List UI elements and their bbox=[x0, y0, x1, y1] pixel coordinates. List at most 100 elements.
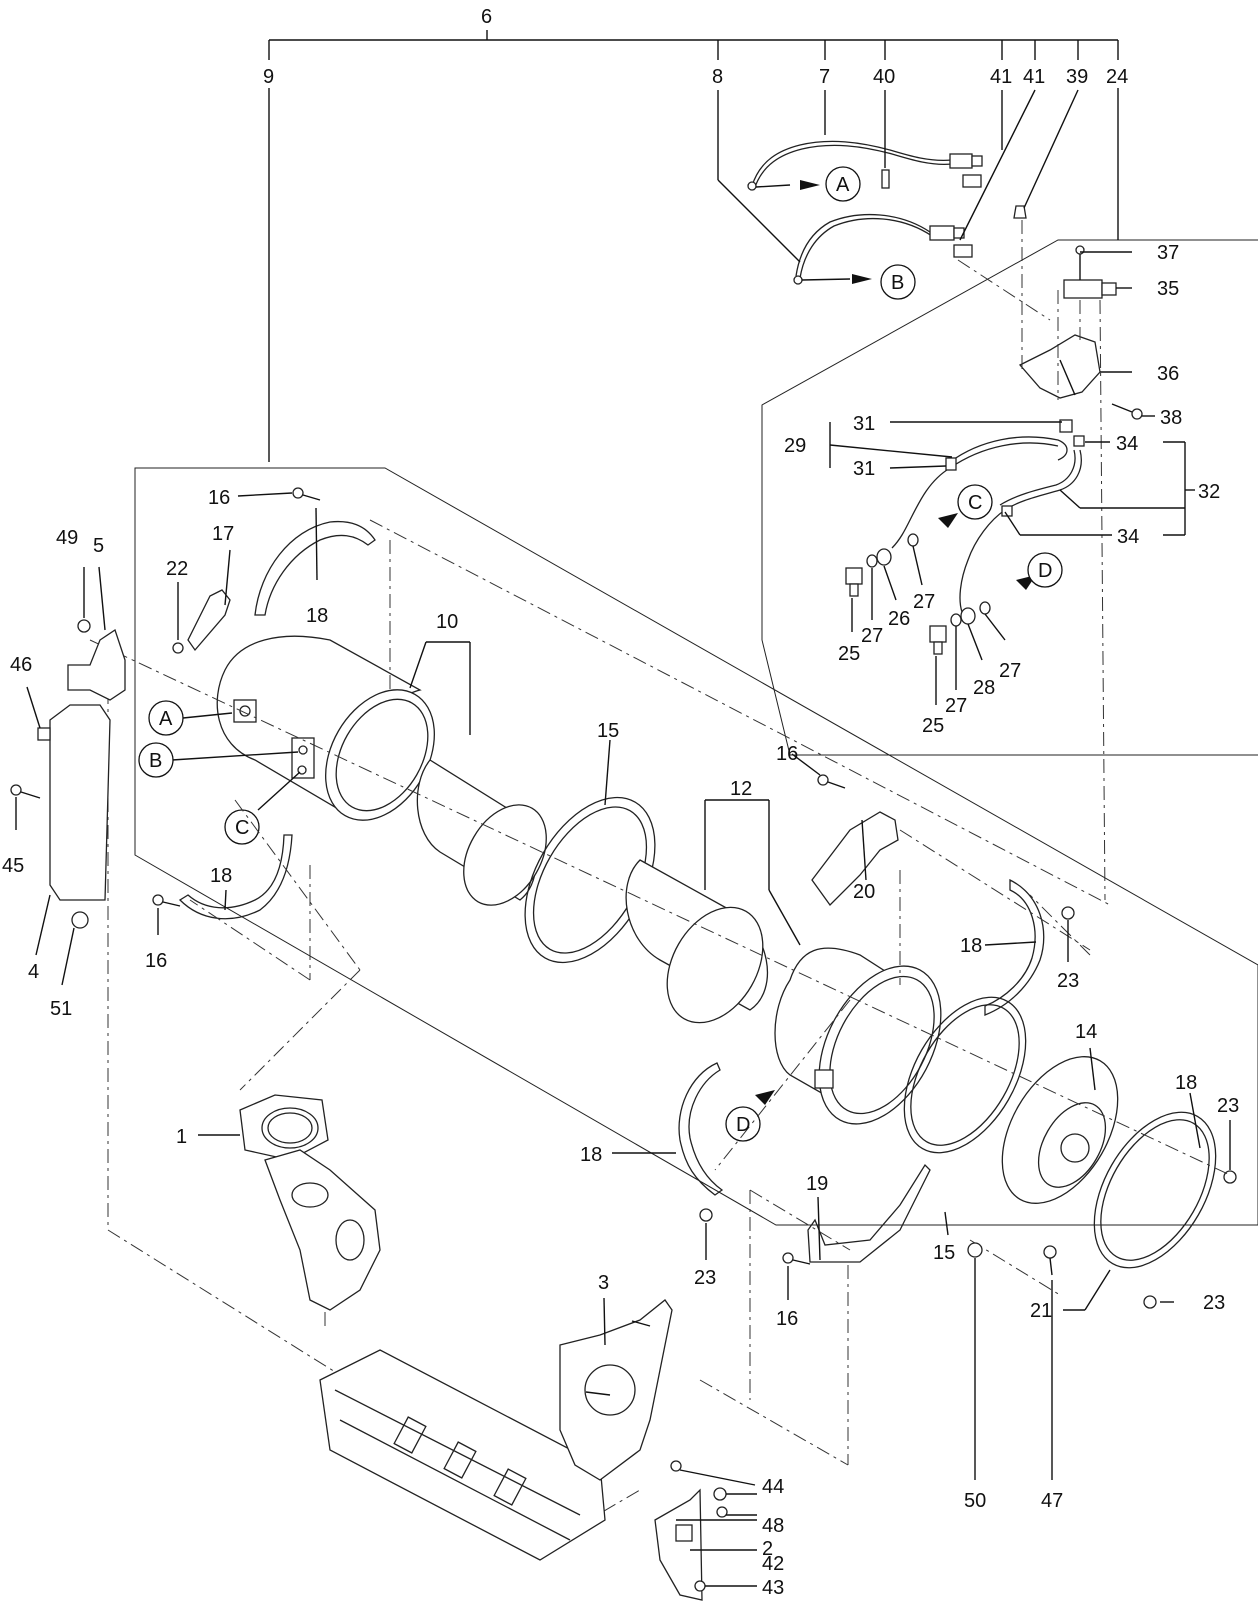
callout-4: 4 bbox=[28, 961, 39, 983]
pressure-sensor-35 bbox=[1063, 245, 1117, 299]
callout-38: 38 bbox=[1160, 407, 1182, 429]
callout-42: 42 bbox=[762, 1553, 784, 1575]
pipes-32 bbox=[891, 419, 1085, 613]
inset-ref-arrows bbox=[938, 513, 1036, 590]
callout-18: 18 bbox=[210, 865, 232, 887]
ref-circle-C-inset bbox=[957, 484, 993, 520]
part-39 bbox=[1013, 205, 1027, 219]
callout-24: 24 bbox=[1106, 66, 1128, 88]
ref-circle-A-top bbox=[825, 166, 861, 202]
callout-21: 21 bbox=[1030, 1300, 1052, 1322]
callout-50: 50 bbox=[964, 1490, 986, 1512]
callout-44: 44 bbox=[762, 1476, 784, 1498]
callout-9: 9 bbox=[263, 66, 274, 88]
callout-28: 28 bbox=[973, 677, 995, 699]
dpf-element-12 bbox=[625, 859, 769, 1024]
callout-43: 43 bbox=[762, 1577, 784, 1599]
callout-25: 25 bbox=[922, 715, 944, 737]
callout-8: 8 bbox=[712, 66, 723, 88]
callout-27: 27 bbox=[913, 591, 935, 613]
callout-3: 3 bbox=[598, 1272, 609, 1294]
ref-letter-C: C bbox=[235, 817, 249, 839]
callout-51: 51 bbox=[50, 998, 72, 1020]
callout-49: 49 bbox=[56, 527, 78, 549]
callout-18: 18 bbox=[960, 935, 982, 957]
harness-7 bbox=[747, 140, 983, 191]
callout-18: 18 bbox=[580, 1144, 602, 1166]
end-cap-14 bbox=[1001, 1056, 1119, 1204]
callout-2: 2 bbox=[762, 1538, 773, 1560]
bracket-36 bbox=[1018, 334, 1101, 399]
bracket-19 bbox=[807, 1163, 931, 1263]
callout-16: 16 bbox=[776, 1308, 798, 1330]
inset-leaders bbox=[829, 251, 1195, 705]
callout-39: 39 bbox=[1066, 66, 1088, 88]
exhaust-flange-1 bbox=[239, 1094, 381, 1311]
callout-18: 18 bbox=[1175, 1072, 1197, 1094]
left-leaders bbox=[15, 566, 106, 986]
callout-23: 23 bbox=[1203, 1292, 1225, 1314]
ref-letter-C: C bbox=[968, 492, 982, 514]
callout-22: 22 bbox=[166, 558, 188, 580]
ref-circle-D-inset bbox=[1027, 552, 1063, 588]
callout-34: 34 bbox=[1116, 433, 1138, 455]
callout-32: 32 bbox=[1198, 481, 1220, 503]
bracket-17 bbox=[187, 589, 231, 652]
callout-1: 1 bbox=[176, 1126, 187, 1148]
callout-18: 18 bbox=[306, 605, 328, 627]
callout-23: 23 bbox=[1057, 970, 1079, 992]
callout-48: 48 bbox=[762, 1515, 784, 1537]
lower-fasteners bbox=[670, 1242, 1057, 1592]
main-assembly-frame bbox=[134, 467, 1258, 1226]
callout-16: 16 bbox=[145, 950, 167, 972]
callout-46: 46 bbox=[10, 654, 32, 676]
callout-16: 16 bbox=[776, 743, 798, 765]
callout-20: 20 bbox=[853, 881, 875, 903]
part-40 bbox=[881, 169, 890, 189]
callout-27: 27 bbox=[999, 660, 1021, 682]
callout-17: 17 bbox=[212, 523, 234, 545]
callout-10: 10 bbox=[436, 611, 458, 633]
callout-29: 29 bbox=[784, 435, 806, 457]
callout-23: 23 bbox=[1217, 1095, 1239, 1117]
callout-27: 27 bbox=[945, 695, 967, 717]
callout-40: 40 bbox=[873, 66, 895, 88]
callout-7: 7 bbox=[819, 66, 830, 88]
callout-14: 14 bbox=[1075, 1021, 1097, 1043]
callout-16: 16 bbox=[208, 487, 230, 509]
ref-letters: A B C D A B C D bbox=[149, 174, 1052, 1136]
bracket-2 bbox=[654, 1488, 703, 1601]
callout-36: 36 bbox=[1157, 363, 1179, 385]
cylinder-head bbox=[319, 1349, 606, 1561]
callout-5: 5 bbox=[93, 535, 104, 557]
callout-34: 34 bbox=[1117, 526, 1139, 548]
fasteners-main bbox=[152, 487, 1237, 1309]
bracket-3 bbox=[559, 1299, 673, 1481]
doc-housing-10 bbox=[216, 635, 435, 821]
callout-23: 23 bbox=[694, 1267, 716, 1289]
gasket-21 bbox=[1093, 1111, 1217, 1269]
ref-letter-A: A bbox=[159, 708, 173, 730]
callout-47: 47 bbox=[1041, 1490, 1063, 1512]
callout-6: 6 bbox=[481, 6, 492, 28]
callout-labels: 6 9 8 7 40 41 41 39 24 37 35 36 38 31 29… bbox=[2, 6, 1239, 1599]
bracket-20 bbox=[811, 811, 899, 907]
ref-arrows-top bbox=[800, 180, 872, 284]
ref-circle-D-main bbox=[725, 1106, 761, 1142]
callout-26: 26 bbox=[888, 608, 910, 630]
ref-letter-B: B bbox=[149, 750, 162, 772]
ref-circle-A-main bbox=[148, 700, 184, 736]
callout-27: 27 bbox=[861, 625, 883, 647]
callout-15: 15 bbox=[597, 720, 619, 742]
dpf-housing bbox=[774, 947, 942, 1125]
bolt-38 bbox=[1111, 403, 1143, 420]
assembly-bracket-6 bbox=[268, 30, 1119, 462]
fittings-25-28 bbox=[845, 533, 991, 655]
doc-element bbox=[416, 759, 547, 906]
main-leaders bbox=[157, 492, 1231, 1311]
guide bbox=[1099, 299, 1106, 901]
callout-31: 31 bbox=[853, 458, 875, 480]
callout-12: 12 bbox=[730, 778, 752, 800]
callout-37: 37 bbox=[1157, 242, 1179, 264]
